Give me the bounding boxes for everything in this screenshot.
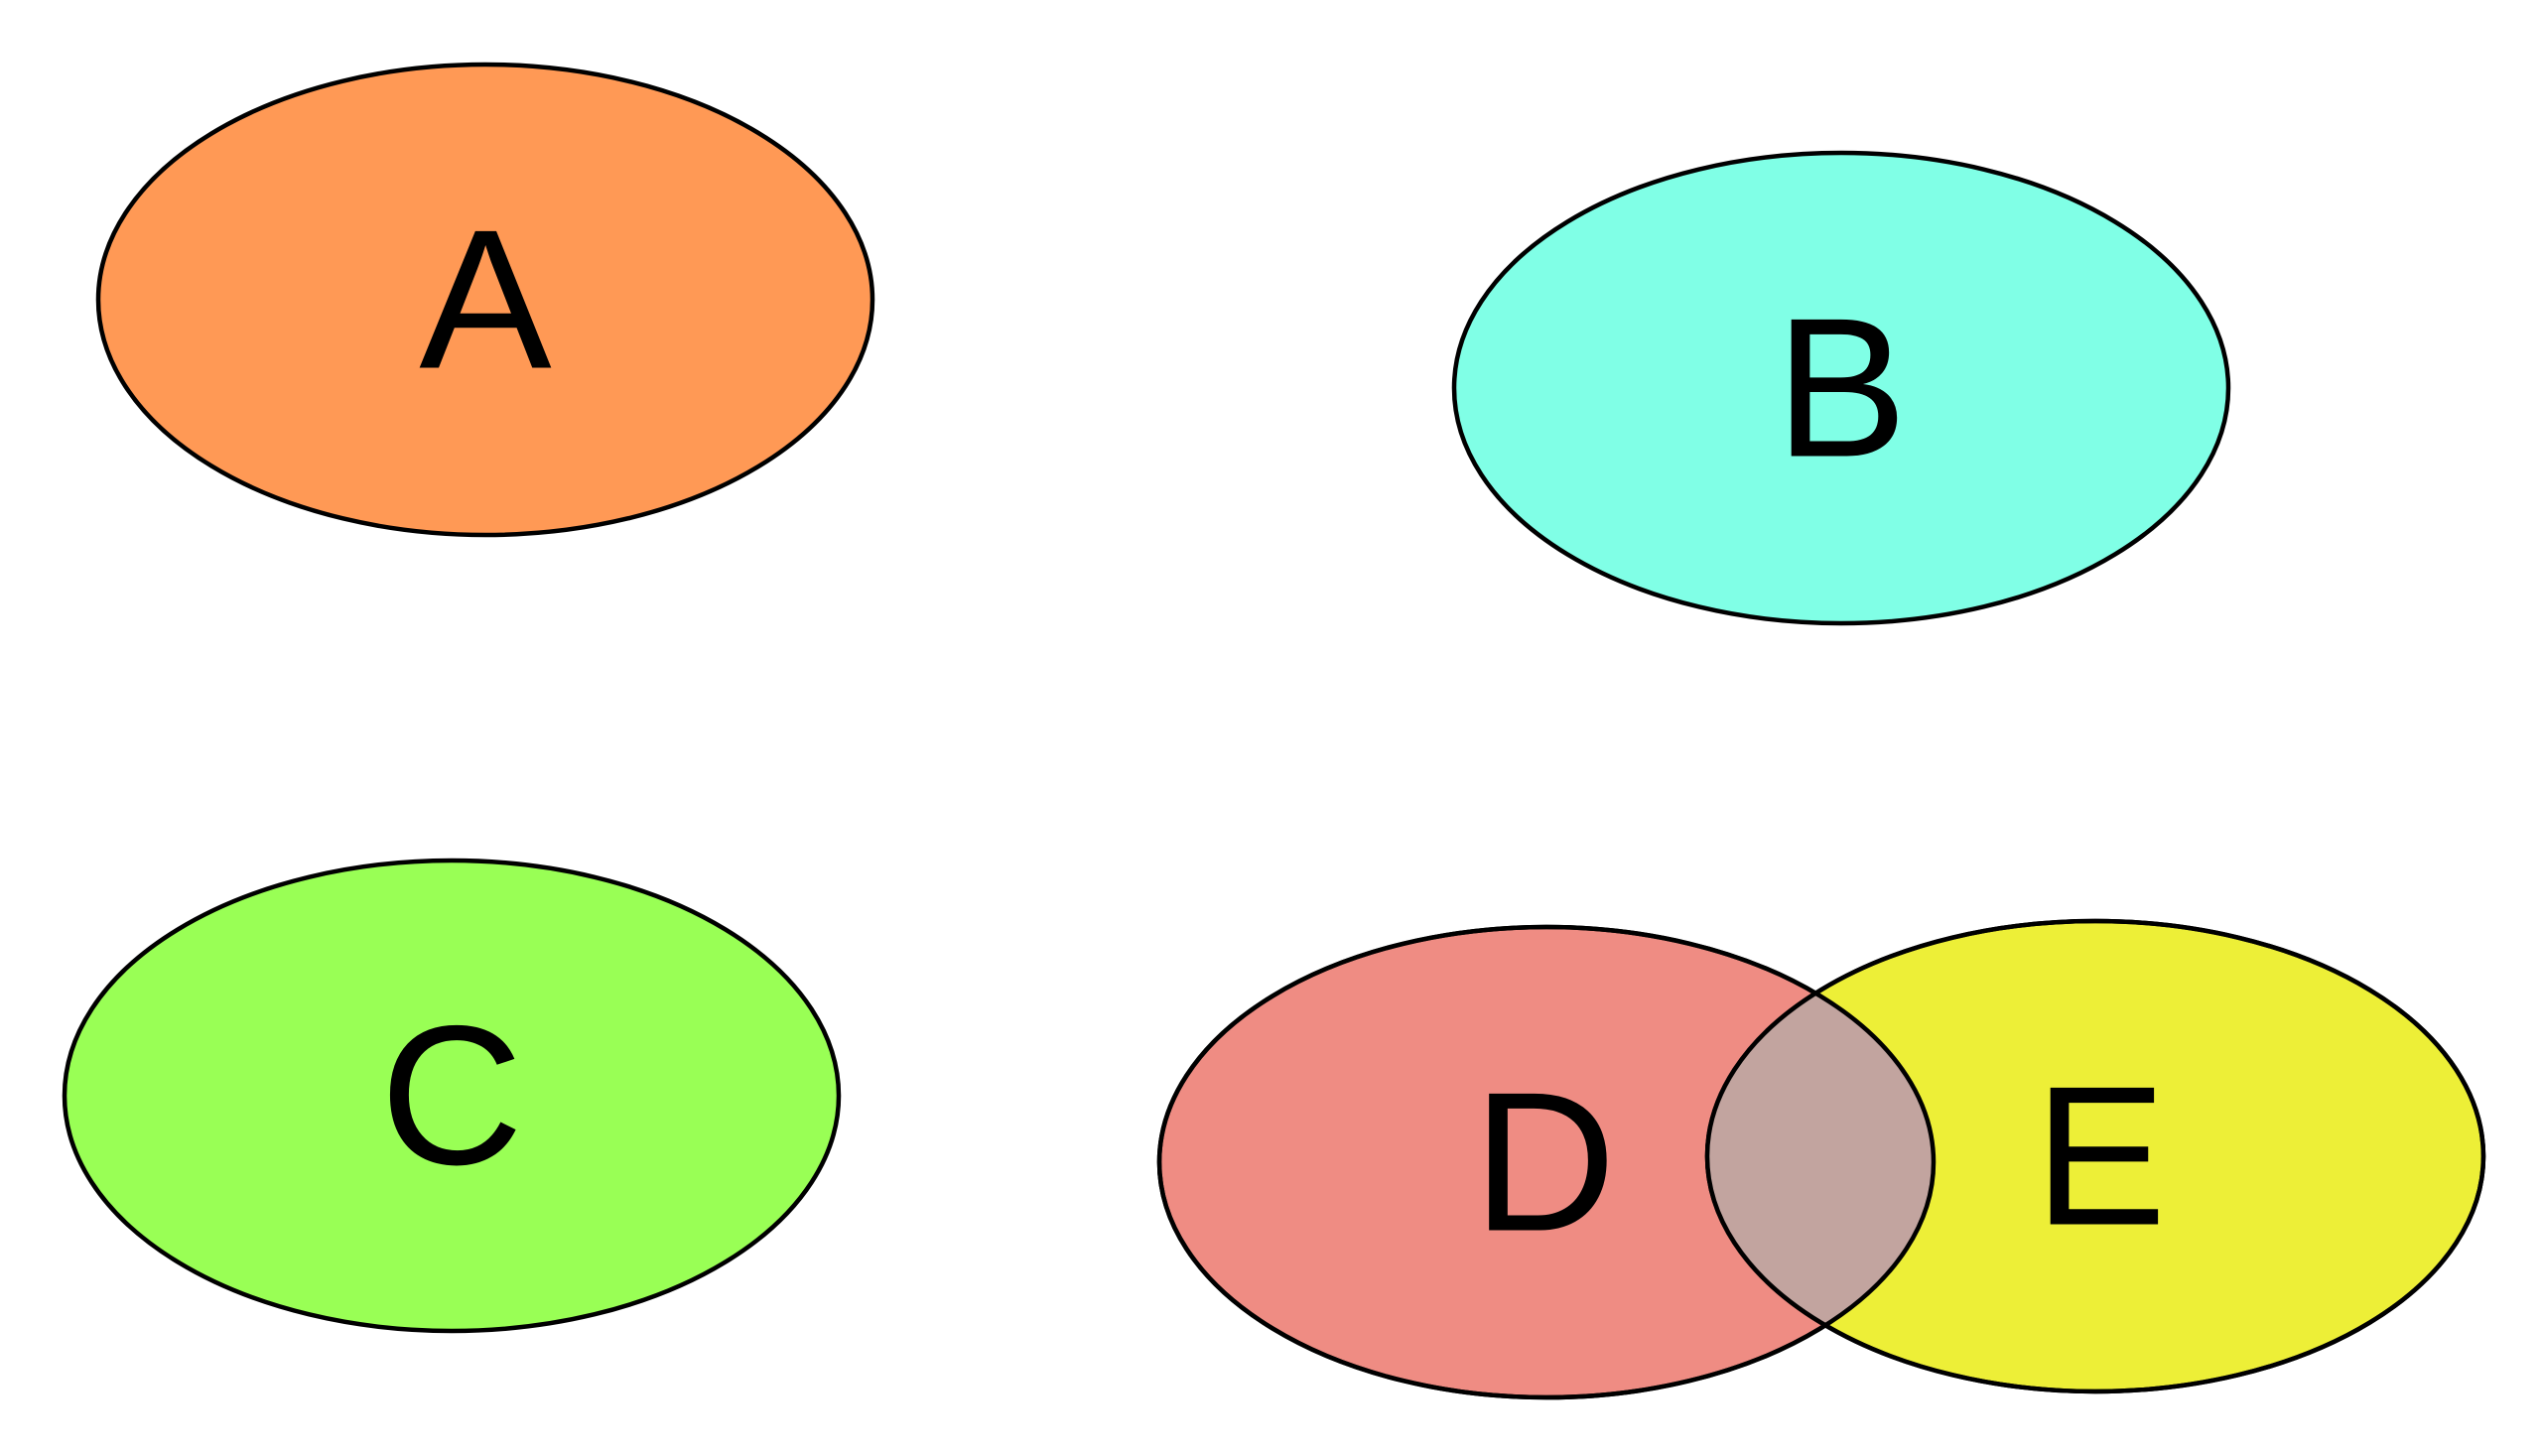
set-a: A (95, 62, 875, 538)
set-a-ellipse (95, 62, 875, 538)
set-c-label: C (380, 986, 523, 1207)
set-b-ellipse (1451, 150, 2231, 626)
set-e-label: E (2034, 1046, 2166, 1267)
set-c-ellipse (62, 858, 842, 1334)
set-d-label: D (1473, 1052, 1616, 1273)
set-a-label: A (419, 190, 552, 411)
set-b: B (1451, 150, 2231, 626)
set-c: C (62, 858, 842, 1334)
set-e-outline (1704, 918, 2486, 1394)
set-b-label: B (1775, 278, 1907, 499)
set-d-outline (1156, 924, 1937, 1400)
overlap-outlines (1156, 918, 2486, 1400)
